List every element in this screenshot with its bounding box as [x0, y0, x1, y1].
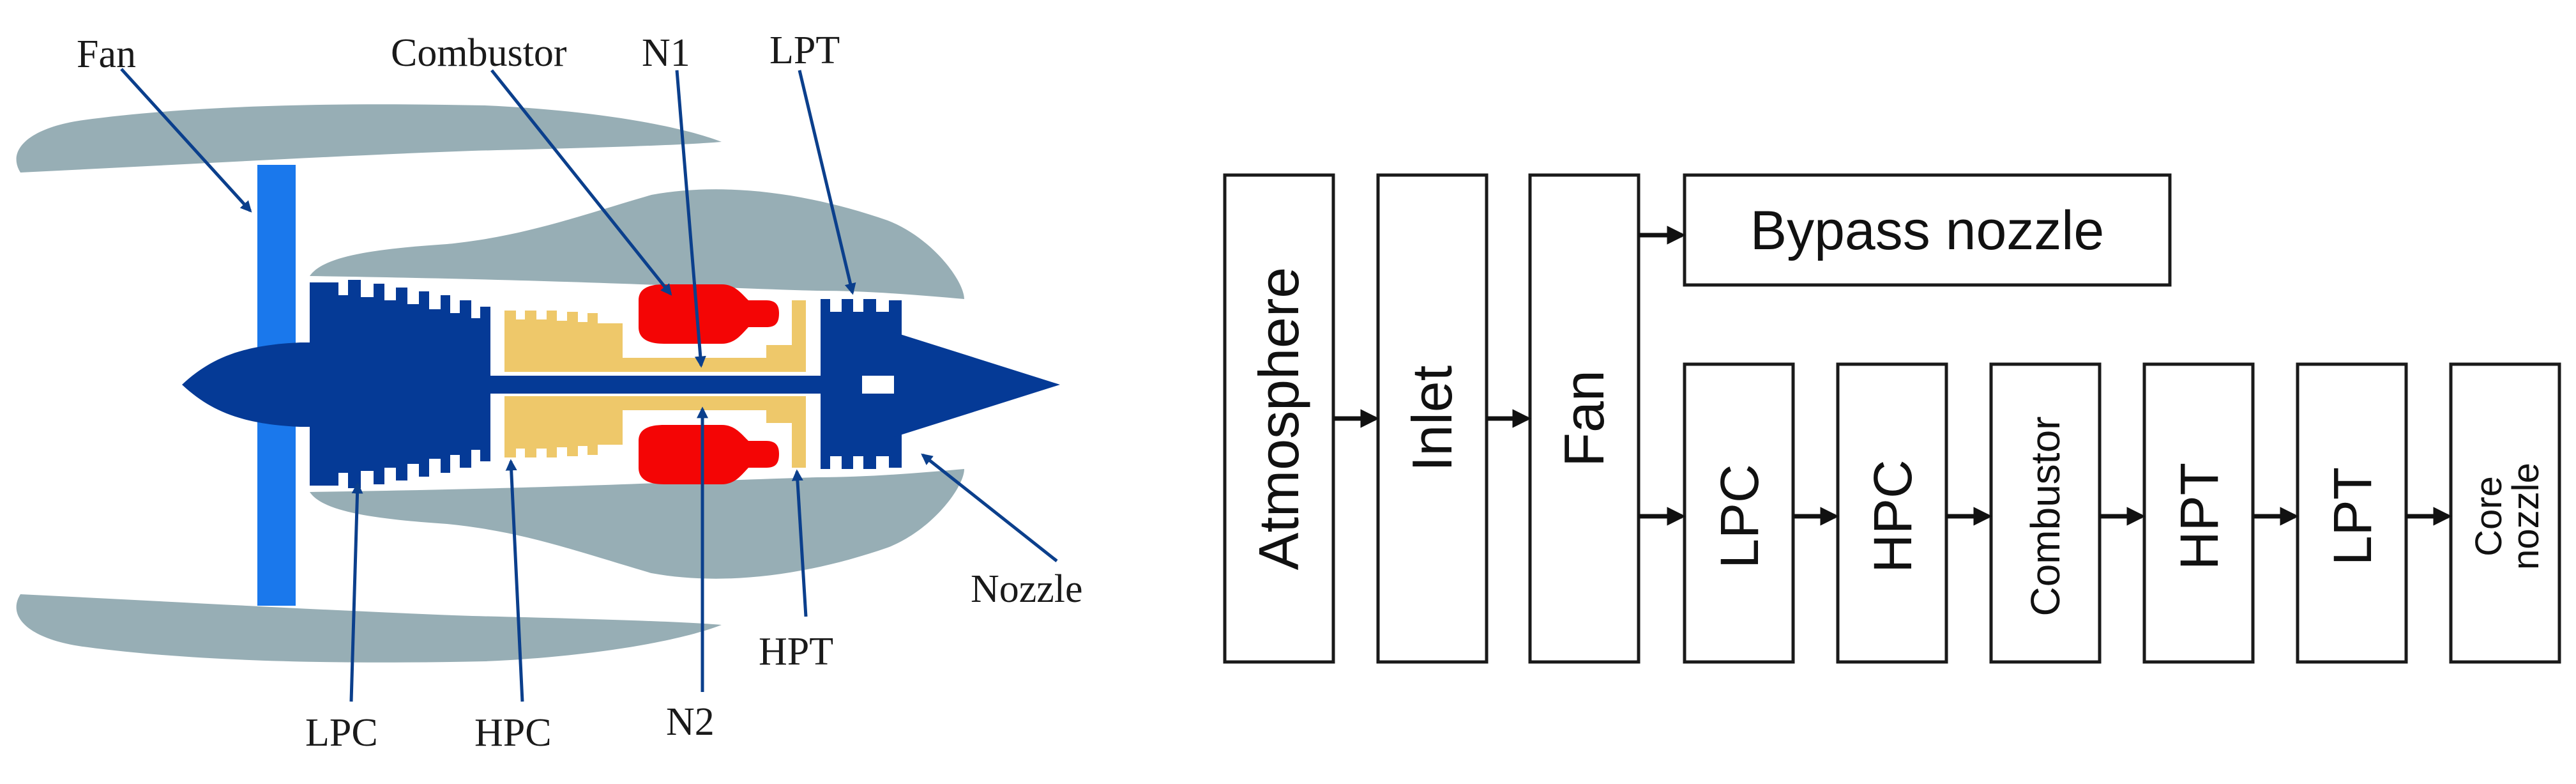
nacelle-upper — [16, 104, 722, 173]
lpt-rotor — [821, 299, 902, 376]
low-pressure-shaft — [300, 376, 862, 394]
high-pressure-spool — [504, 300, 806, 468]
label-block-fan: Fan — [1552, 370, 1616, 467]
leader-lpc — [349, 482, 363, 702]
label-block-lpc: LPC — [1709, 464, 1769, 568]
block-core-nozzle — [2449, 362, 2561, 664]
label-block-hpc: HPC — [1863, 459, 1923, 573]
leader-nozzle — [921, 453, 1058, 562]
nacelle-lower — [16, 594, 722, 663]
core-cowl-lower — [310, 469, 964, 579]
combustor-upper — [639, 284, 779, 344]
hpc-rotor-lower — [504, 396, 806, 468]
label-inlet: Inlet — [1400, 365, 1464, 472]
turbofan-cutaway: Fan Combustor N1 LPT Nozzle HPT LPC HPC … — [16, 29, 1083, 755]
leader-fan — [120, 68, 252, 213]
combustor-lower — [639, 425, 779, 484]
label-nozzle: Nozzle — [971, 567, 1083, 611]
block-lpt — [2296, 362, 2408, 664]
block-hpt — [2142, 362, 2255, 664]
label-block-lpt: LPT — [2322, 467, 2383, 565]
label-lpc: LPC — [305, 711, 378, 755]
label-n1: N1 — [642, 31, 690, 75]
block-hpc — [1836, 362, 1948, 664]
low-pressure-spool — [182, 280, 1060, 488]
label-bypass-nozzle: Bypass nozzle — [1750, 200, 2105, 261]
leader-lpt — [798, 70, 856, 295]
flow-diagram: Atmosphere Inlet Fan Bypass nozzle LPC H… — [1223, 173, 2561, 664]
label-block-hpt: HPT — [2169, 463, 2229, 570]
label-core-nozzle-line2: nozzle — [2505, 463, 2547, 570]
block-bypass-nozzle — [1683, 173, 2172, 287]
combustor-cans — [639, 284, 779, 484]
label-lpt: LPT — [769, 29, 840, 72]
fan-spinner — [182, 342, 332, 427]
leader-hpc — [505, 459, 524, 702]
label-block-combustor: Combustor — [2022, 417, 2068, 617]
leader-lines — [120, 68, 1058, 702]
hpc-rotor — [504, 300, 806, 372]
label-hpt: HPT — [759, 630, 833, 673]
leader-hpt — [791, 469, 808, 617]
label-hpc: HPC — [474, 711, 552, 755]
label-atmosphere: Atmosphere — [1247, 267, 1310, 570]
leader-n1 — [675, 70, 706, 368]
block-atmosphere — [1223, 173, 1335, 664]
block-fan — [1528, 173, 1640, 664]
label-fan: Fan — [77, 33, 136, 76]
block-lpc — [1683, 362, 1795, 664]
lpt-rotor-lower — [821, 394, 902, 469]
leader-combustor — [490, 69, 672, 296]
lpc-rotor-lower — [310, 394, 490, 488]
label-core-nozzle-line1: Core — [2468, 476, 2510, 557]
block-inlet — [1376, 173, 1489, 664]
exhaust-cone — [894, 332, 1060, 437]
label-n2: N2 — [666, 700, 715, 744]
lpc-rotor — [310, 280, 490, 376]
core-cowl-upper — [310, 189, 964, 299]
label-combustor: Combustor — [391, 31, 567, 75]
